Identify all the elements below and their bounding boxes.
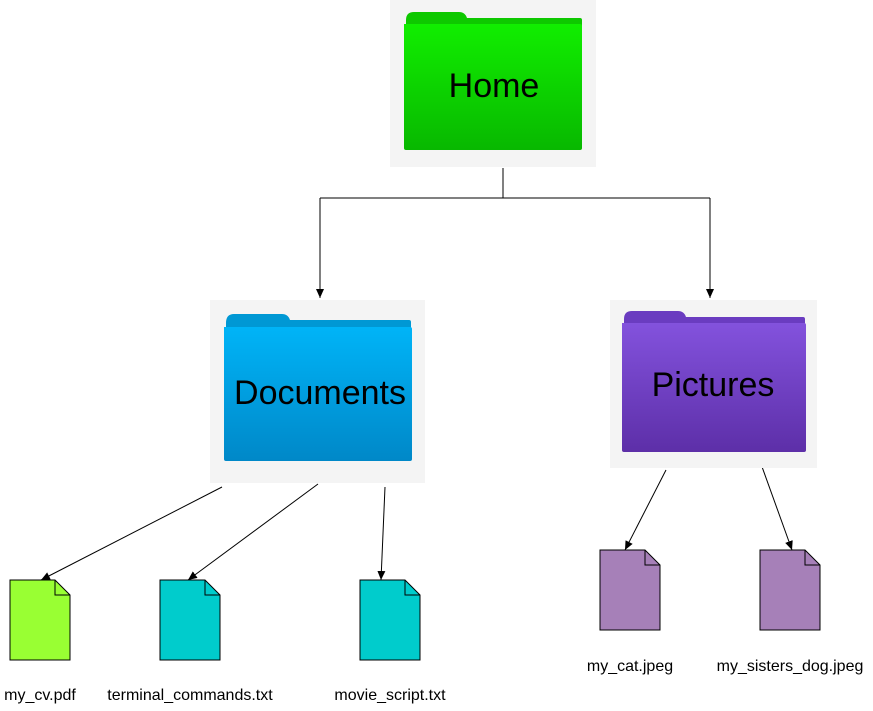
file-my-cv-label: my_cv.pdf — [4, 687, 76, 704]
file-my-cv[interactable]: my_cv.pdf — [4, 579, 76, 704]
folder-documents-label: Documents — [234, 374, 406, 412]
folder-pictures[interactable]: Pictures — [610, 300, 817, 468]
file-my-sisters-dog[interactable]: my_sisters_dog.jpeg — [717, 549, 864, 675]
file-icon — [599, 549, 661, 631]
connector-pictures-to-my-cat — [624, 469, 667, 551]
file-fold — [54, 580, 70, 596]
file-movie-script[interactable]: movie_script.txt — [334, 579, 446, 704]
file-terminal-commands[interactable]: terminal_commands.txt — [107, 579, 273, 704]
folder-icon — [622, 311, 806, 452]
file-icon — [159, 579, 221, 661]
folder-pictures-label: Pictures — [652, 366, 775, 404]
connector-documents-to-terminal-commands — [187, 483, 319, 581]
folder-icon — [224, 314, 412, 461]
folder-documents[interactable]: Documents — [210, 300, 425, 483]
file-fold — [804, 550, 820, 566]
file-icon — [359, 579, 421, 661]
connector-pictures-to-sisters-dog — [760, 463, 793, 551]
folder-home-label: Home — [449, 67, 540, 105]
connectors — [40, 168, 793, 581]
file-fold — [644, 550, 660, 566]
file-my-cat-label: my_cat.jpeg — [587, 658, 673, 675]
folder-home[interactable]: Home — [390, 0, 596, 167]
file-fold — [204, 580, 220, 596]
file-fold — [404, 580, 420, 596]
file-icon — [9, 579, 71, 661]
file-movie-script-label: movie_script.txt — [334, 687, 446, 704]
connector-documents-to-my-cv — [40, 486, 223, 581]
file-terminal-commands-label: terminal_commands.txt — [107, 687, 273, 704]
file-my-cat[interactable]: my_cat.jpeg — [587, 549, 673, 675]
file-icon — [759, 549, 821, 631]
connector-documents-to-movie-script — [377, 486, 386, 581]
file-my-sisters-dog-label: my_sisters_dog.jpeg — [717, 658, 864, 675]
folder-icon — [404, 12, 582, 150]
